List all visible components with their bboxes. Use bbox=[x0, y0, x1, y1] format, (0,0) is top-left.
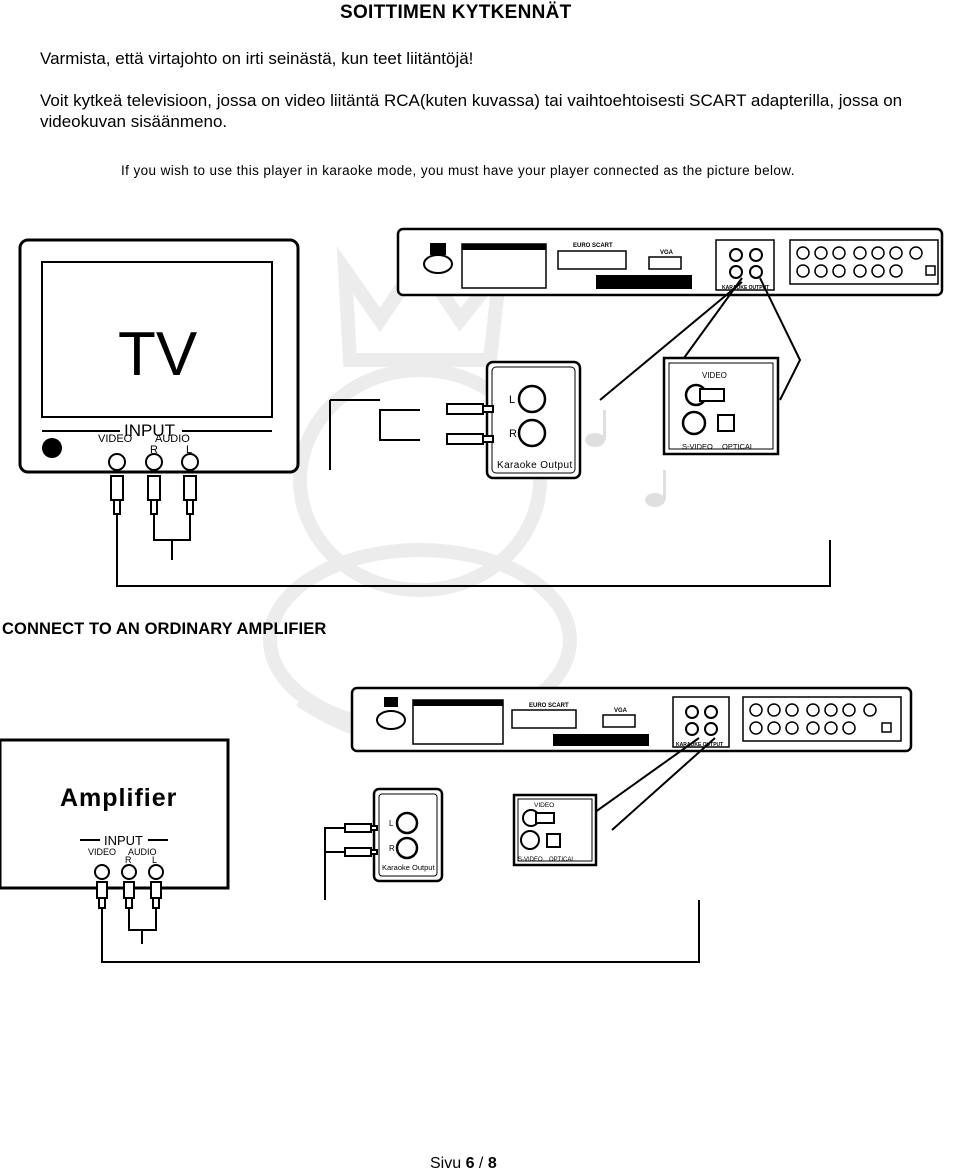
amp-l-label: L bbox=[152, 855, 157, 865]
page-title: SOITTIMEN KYTKENNÄT bbox=[340, 2, 572, 23]
karaoke-note: If you wish to use this player in karaok… bbox=[121, 163, 795, 178]
amp-audio-l-jack bbox=[148, 864, 164, 880]
tv-audio-label: AUDIO bbox=[155, 433, 190, 445]
amp-video-panel-label: VIDEO bbox=[534, 802, 554, 809]
tv-r-label: R bbox=[150, 444, 158, 456]
amp-karaoke-rear-label: KARAOKE OUTPUT bbox=[676, 742, 723, 748]
footer-separator: / bbox=[474, 1155, 488, 1172]
connection-paragraph: Voit kytkeä televisioon, jossa on video … bbox=[40, 91, 903, 131]
amp-svideo-label: S-VIDEO bbox=[518, 857, 543, 863]
tv-label: TV bbox=[118, 320, 198, 389]
amp-vga-label: VGA bbox=[614, 708, 628, 714]
amp-optical-label: OPTICAL bbox=[549, 857, 575, 863]
tv-video-label: VIDEO bbox=[98, 433, 133, 445]
amp-karaoke-r-label: R bbox=[389, 844, 395, 853]
amp-karaoke-plugs bbox=[344, 823, 378, 857]
amp-label: Amplifier bbox=[60, 784, 177, 812]
footer-total-pages: 8 bbox=[487, 1155, 497, 1172]
tv-input-label: INPUT bbox=[124, 421, 175, 440]
amp-r-label: R bbox=[125, 855, 132, 865]
amp-karaoke-output-box: L R Karaoke Output bbox=[372, 787, 444, 883]
tv-l-label: L bbox=[186, 444, 192, 456]
tv-rca-plugs bbox=[110, 475, 197, 515]
amp-karaoke-output-label: Karaoke Output bbox=[382, 863, 435, 872]
tv-unit: TV INPUT VIDEO AUDIO R L bbox=[18, 238, 300, 474]
tv-video-panel-label: VIDEO bbox=[702, 371, 727, 380]
tv-video-jack bbox=[108, 453, 126, 471]
tv-power-dot bbox=[42, 438, 62, 458]
watermark-notes bbox=[585, 410, 666, 507]
watermark-mascot bbox=[263, 245, 577, 747]
amp-unit: Amplifier INPUT VIDEO AUDIO R L bbox=[0, 738, 230, 890]
amp-karaoke-l-label: L bbox=[389, 819, 394, 828]
tv-karaoke-plugs bbox=[446, 403, 494, 445]
amp-euro-scart-label: EURO SCART bbox=[529, 703, 569, 709]
footer-prefix: Sivu bbox=[430, 1155, 466, 1172]
tv-svideo-label: S-VIDEO bbox=[682, 442, 713, 451]
tv-euro-scart-label: EURO SCART bbox=[573, 243, 613, 249]
amp-input-label: INPUT bbox=[104, 833, 143, 848]
tv-karaoke-rear-label: KARAOKE OUTPUT bbox=[722, 285, 769, 291]
amp-rca-plugs bbox=[96, 881, 162, 909]
tv-karaoke-output-label: Karaoke Output bbox=[497, 460, 573, 471]
tv-audio-l-jack bbox=[181, 453, 199, 471]
tv-video-panel: VIDEO S-VIDEO OPTICAL bbox=[662, 356, 780, 456]
tv-karaoke-r-label: R bbox=[509, 428, 517, 440]
page-footer: Sivu 6 / 8 bbox=[430, 1155, 497, 1173]
amp-audio-label: AUDIO bbox=[128, 847, 157, 857]
amplifier-heading: CONNECT TO AN ORDINARY AMPLIFIER bbox=[2, 620, 327, 638]
amp-video-panel: VIDEO S-VIDEO OPTICAL bbox=[512, 793, 598, 867]
amp-cables bbox=[101, 737, 716, 963]
tv-vga-label: VGA bbox=[660, 250, 674, 256]
amp-rear-panel: EURO SCART VGA KARAOKE OUTPUT bbox=[350, 686, 913, 753]
amp-video-label: VIDEO bbox=[88, 847, 116, 857]
tv-karaoke-l-label: L bbox=[509, 394, 515, 406]
tv-rear-panel: EURO SCART VGA KARAOKE OUTPUT bbox=[396, 227, 944, 297]
tv-optical-label: OPTICAL bbox=[722, 442, 754, 451]
amp-video-jack bbox=[94, 864, 110, 880]
warning-text: Varmista, että virtajohto on irti seinäs… bbox=[40, 49, 474, 68]
amp-audio-r-jack bbox=[121, 864, 137, 880]
tv-karaoke-output-box: L R Karaoke Output bbox=[485, 360, 582, 480]
footer-page-number: 6 bbox=[465, 1155, 475, 1172]
tv-cables bbox=[116, 399, 831, 587]
tv-audio-r-jack bbox=[145, 453, 163, 471]
